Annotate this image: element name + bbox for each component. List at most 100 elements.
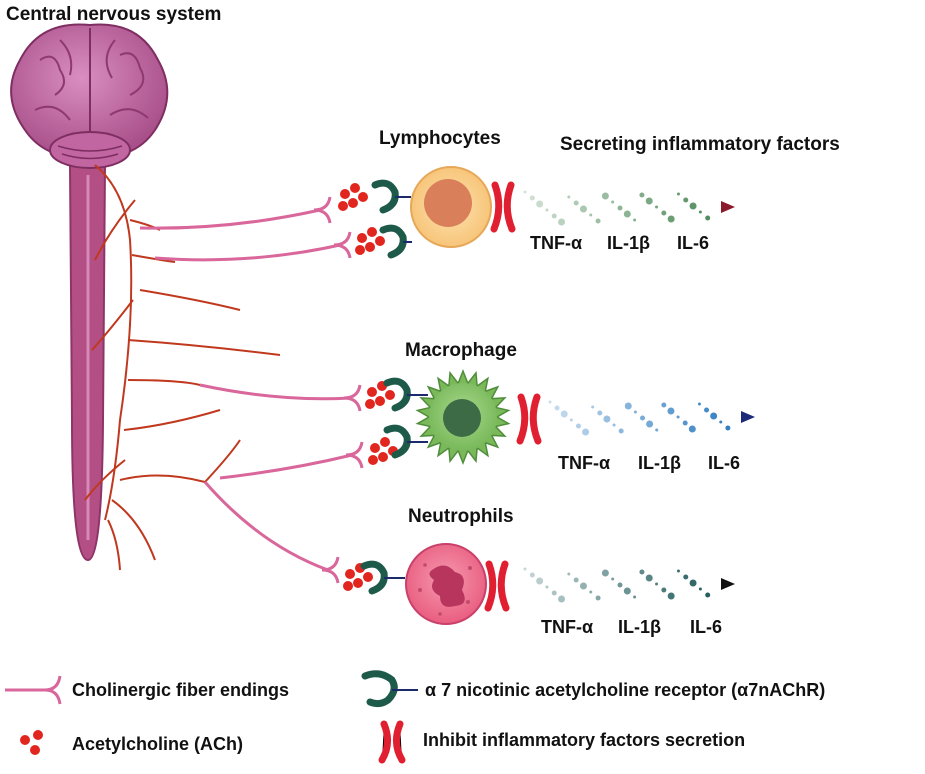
ach-dot [367, 227, 377, 237]
receptors [360, 179, 428, 595]
factor-particle [591, 405, 595, 409]
ach-dot [365, 242, 375, 252]
factor-particle [676, 569, 680, 573]
factor-particle [682, 420, 688, 426]
factor-particle [523, 567, 527, 571]
factor-particle [618, 428, 624, 434]
ach-dot [350, 183, 360, 193]
ach-dot [353, 578, 363, 588]
factor-particle [545, 585, 549, 589]
fiber-ending-fork [345, 441, 364, 469]
factor-particle [603, 415, 611, 423]
factor-particle [646, 420, 654, 428]
receptor-glyph [379, 224, 407, 259]
ach-dot [385, 390, 395, 400]
fiber-ending-fork [313, 196, 332, 224]
factor-il1-lymphocytes: IL-1β [607, 233, 650, 253]
cholinergic-fibers [139, 208, 353, 572]
section-header: Secreting inflammatory factors [560, 134, 840, 155]
ach-dot [375, 236, 385, 246]
fiber-ending-fork [333, 231, 352, 259]
factor-particle [560, 410, 568, 418]
factor-particle [569, 418, 573, 422]
factor-il6-lymphocytes: IL-6 [677, 233, 710, 253]
factor-particle [529, 195, 535, 201]
macrophage-cell [415, 368, 511, 466]
fiber-endings [313, 196, 364, 584]
factor-particle [567, 195, 571, 199]
factor-particle [551, 213, 557, 219]
factor-particle [601, 192, 609, 200]
factor-particle [661, 587, 667, 593]
factor-particle [676, 192, 680, 196]
factor-particle [661, 402, 667, 408]
factor-particle [689, 202, 697, 210]
factor-particle [558, 218, 566, 226]
factor-particle [536, 577, 544, 585]
factor-particle [667, 592, 675, 600]
ach-dot [367, 387, 377, 397]
factor-particle [661, 210, 667, 216]
factor-il6-neutrophils: IL-6 [690, 617, 723, 637]
secretion-arrows [515, 190, 755, 603]
factor-particle [611, 577, 615, 581]
inhibit-x-stroke [503, 181, 516, 233]
factor-particle [633, 595, 637, 599]
factor-particle [704, 407, 710, 413]
brain [10, 23, 169, 169]
factor-particle [545, 208, 549, 212]
ach-dot [370, 443, 380, 453]
factor-particle [573, 200, 579, 206]
factor-particle [633, 410, 637, 414]
inhibit-x-stroke [529, 393, 542, 445]
factor-particle [633, 218, 637, 222]
factor-particle [710, 412, 718, 420]
secretion-arrow-head [741, 411, 755, 423]
receptor-glyph [383, 424, 411, 459]
ach-dot [380, 437, 390, 447]
factor-particle [655, 205, 659, 209]
factor-particle [595, 218, 601, 224]
legend-receptor-glyph [361, 670, 418, 708]
factor-particle [645, 574, 653, 582]
factor-il1-neutrophils: IL-1β [618, 617, 661, 637]
ach-dot [365, 399, 375, 409]
cell-label-lymphocytes: Lymphocytes [379, 128, 501, 149]
ach-dot [357, 233, 367, 243]
ach-dot [363, 572, 373, 582]
factor-particle [639, 569, 645, 575]
factor-particle [623, 587, 631, 595]
legend-ach-label: Acetylcholine (ACh) [72, 734, 244, 754]
factor-particle [645, 197, 653, 205]
factor-particle [667, 407, 675, 415]
factor-particle [617, 205, 623, 211]
factor-particle [582, 428, 590, 436]
factor-particle [725, 425, 731, 431]
factor-particle [554, 405, 560, 411]
factor-particle [705, 592, 711, 598]
factor-particle [589, 590, 593, 594]
factor-particle [536, 200, 544, 208]
inhibit-x-stroke [516, 393, 529, 445]
ach-dot [368, 455, 378, 465]
spinal-cord [68, 164, 107, 562]
ach-dot [355, 245, 365, 255]
factor-particle [597, 410, 603, 416]
factor-particle [640, 415, 645, 421]
neutrophil-cell [405, 543, 487, 625]
receptor-glyph [360, 560, 388, 595]
ach-dot [340, 189, 350, 199]
factor-particle [676, 415, 680, 419]
factor-particle [601, 569, 609, 577]
factor-particle [624, 402, 632, 410]
secretion-arrow-head [721, 201, 735, 213]
ach-dot [358, 192, 368, 202]
factor-particle [698, 210, 702, 214]
factor-il1-macrophage: IL-1β [638, 453, 681, 473]
factor-particle [639, 192, 645, 198]
inhibit-x-stroke [490, 181, 503, 233]
ach-dot [338, 201, 348, 211]
factor-particle [558, 595, 566, 603]
factor-particle [705, 215, 711, 221]
